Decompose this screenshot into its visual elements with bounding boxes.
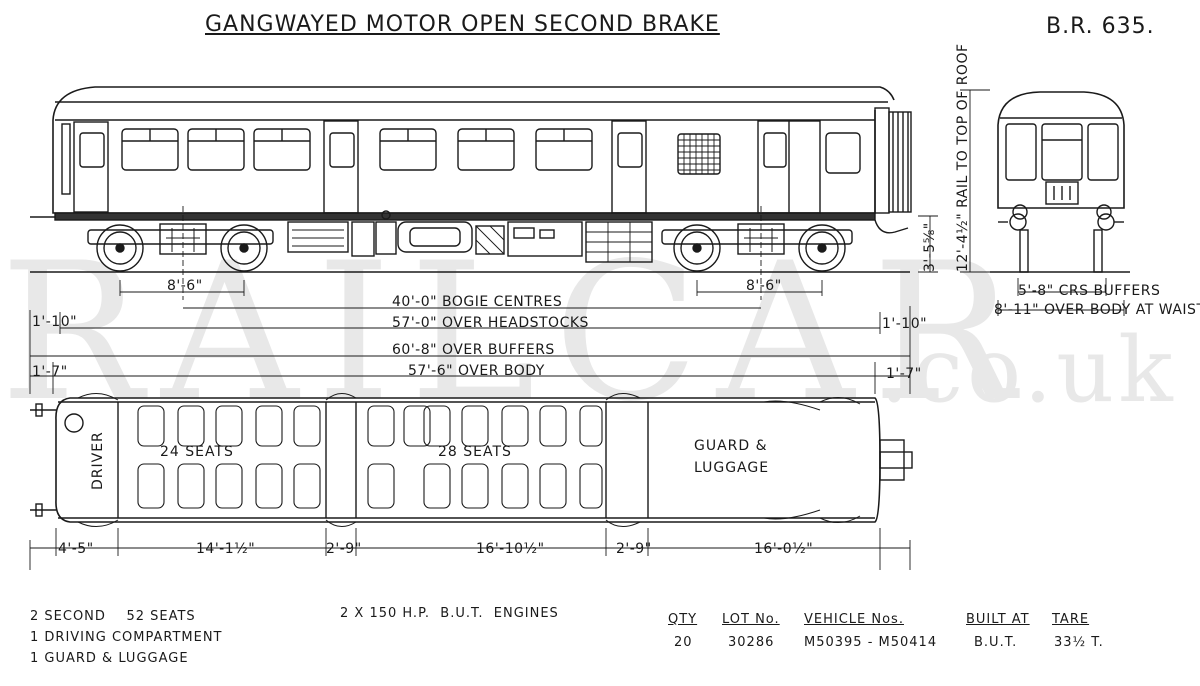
- plan-dim-vestibule-1: 2'-9": [326, 541, 362, 557]
- rail-to-roof-label: 12'-4½" RAIL TO TOP OF ROOF: [955, 43, 971, 272]
- table-cell-built: B.U.T.: [974, 635, 1018, 650]
- body-width-label: 8'-11" OVER BODY AT WAIST: [994, 302, 1200, 318]
- plan-dim-saloon-2: 16'-10½": [476, 541, 545, 557]
- driver-label: DRIVER: [90, 431, 106, 490]
- underframe-equipment: [287, 210, 653, 263]
- end-elevation: [990, 91, 1130, 316]
- table-cell-tare: 33½ T.: [1054, 635, 1104, 650]
- plan-dim-vestibule-2: 2'-9": [616, 541, 652, 557]
- bogie-centres-label: 40'-0" BOGIE CENTRES: [392, 294, 563, 310]
- accommodation-line-1: 2 SECOND 52 SEATS: [30, 609, 196, 624]
- plan-view: [29, 393, 913, 570]
- table-cell-lot: 30286: [728, 635, 775, 650]
- wheelbase-right-label: 8'-6": [746, 278, 782, 294]
- guard-label-line-1: GUARD &: [694, 438, 768, 454]
- guard-label-line-2: LUGGAGE: [694, 460, 770, 476]
- saloon-2-seats: 28 SEATS: [438, 444, 512, 460]
- accommodation-line-2: 1 DRIVING COMPARTMENT: [30, 630, 223, 645]
- bogie-left: [87, 206, 274, 300]
- buffer-height-label: 3'-5⅝": [922, 222, 938, 272]
- table-header-lot: LOT No.: [722, 612, 780, 627]
- over-body-label: 57'-6" OVER BODY: [408, 363, 545, 379]
- buffer-centres-label: 5'-8" CRS BUFFERS: [1018, 283, 1161, 299]
- right-headstock-overhang: 1'-10": [882, 316, 928, 332]
- accommodation-line-3: 1 GUARD & LUGGAGE: [30, 651, 189, 666]
- left-buffer-overhang: 1'-7": [32, 364, 68, 380]
- overall-dimension-lines: [29, 306, 911, 394]
- engines-label: 2 X 150 H.P. B.U.T. ENGINES: [340, 606, 559, 621]
- table-header-tare: TARE: [1052, 612, 1090, 627]
- table-cell-qty: 20: [674, 635, 693, 650]
- plan-dim-saloon-1: 14'-1½": [196, 541, 256, 557]
- left-headstock-overhang: 1'-10": [32, 314, 78, 330]
- over-headstocks-label: 57'-0" OVER HEADSTOCKS: [392, 315, 589, 331]
- table-header-vehicle: VEHICLE Nos.: [804, 612, 904, 627]
- bogie-right: [661, 206, 909, 300]
- over-buffers-label: 60'-8" OVER BUFFERS: [392, 342, 555, 358]
- plan-dim-cab: 4'-5": [58, 541, 94, 557]
- side-elevation: [30, 86, 912, 300]
- drawing-title: GANGWAYED MOTOR OPEN SECOND BRAKE: [205, 12, 720, 37]
- wheelbase-left-label: 8'-6": [167, 278, 203, 294]
- table-header-built: BUILT AT: [966, 612, 1030, 627]
- table-cell-vehicle: M50395 - M50414: [804, 635, 938, 650]
- plan-dim-guard: 16'-0½": [754, 541, 814, 557]
- table-header-qty: QTY: [668, 612, 698, 627]
- saloon-1-seats: 24 SEATS: [160, 444, 234, 460]
- diagram-code: B.R. 635.: [1046, 14, 1155, 39]
- right-buffer-overhang: 1'-7": [886, 366, 922, 382]
